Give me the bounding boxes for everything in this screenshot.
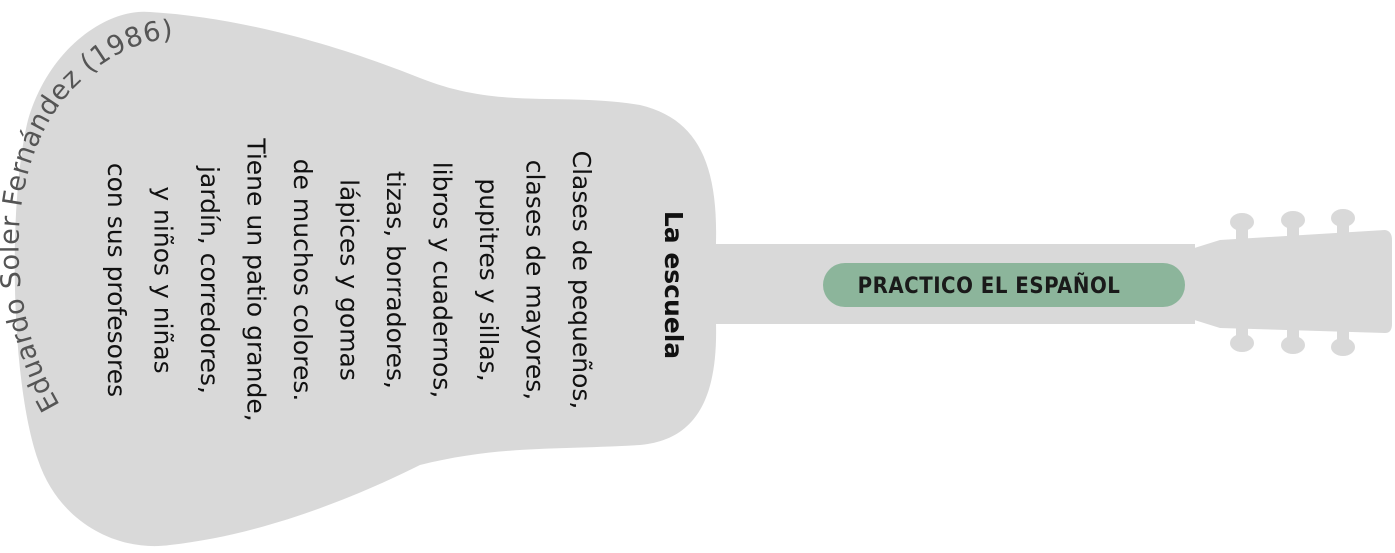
poem-line: Clases de pequeños, — [567, 151, 596, 410]
guitar-body — [14, 11, 717, 547]
label-pill — [823, 263, 1185, 307]
poem-line: y niños y niñas — [149, 186, 178, 373]
guitar-headstock — [1188, 230, 1392, 333]
poem-line: libros y cuadernos, — [428, 162, 457, 399]
poem-body: Clases de pequeños, clases de mayores, pup… — [102, 137, 596, 421]
poem-line: lápices y gomas — [335, 179, 364, 381]
label-text: PRACTICO EL ESPAÑOL — [858, 273, 1121, 299]
poem-line: con sus profesores — [102, 163, 131, 397]
poem-line: Tiene un patio grande, — [242, 137, 271, 421]
poem-line: jardín, corredores, — [195, 165, 224, 394]
poem-title: La escuela — [659, 211, 688, 359]
poem-line: tizas, borradores, — [381, 171, 410, 389]
poem-line: de muchos colores. — [288, 159, 317, 402]
poem-line: clases de mayores, — [521, 160, 550, 400]
tuning-pegs-bottom — [1230, 326, 1355, 356]
poem-line: pupitres y sillas, — [474, 178, 503, 381]
tuning-pegs-top — [1230, 209, 1355, 244]
